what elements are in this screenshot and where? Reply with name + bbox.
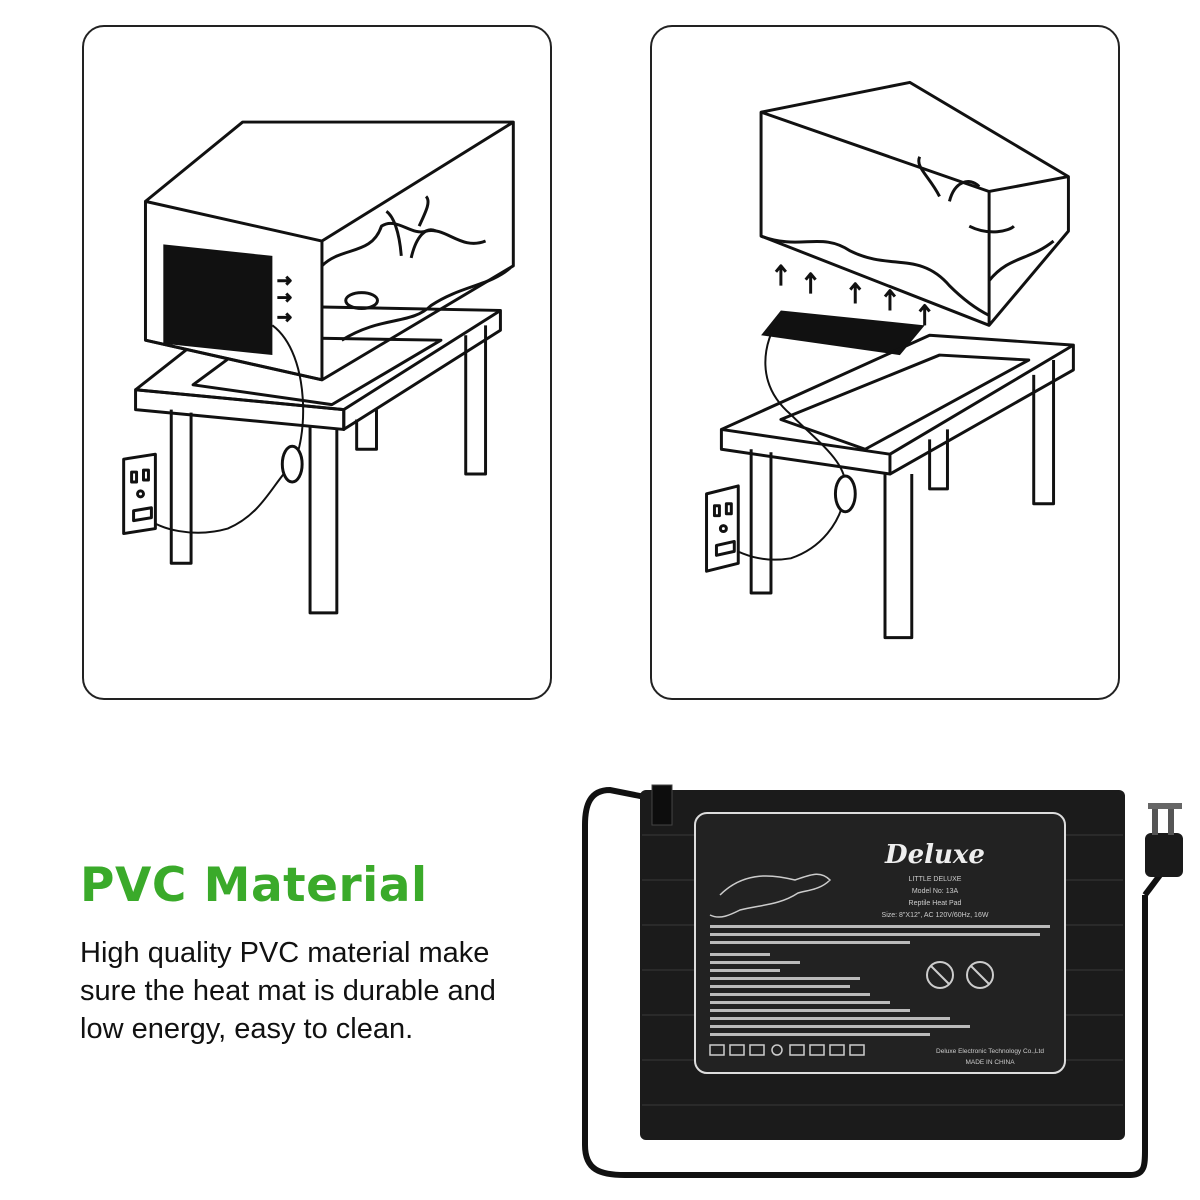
product-name: Reptile Heat Pad bbox=[909, 900, 962, 907]
under-mount-illustration bbox=[650, 25, 1120, 700]
company-name: Deluxe Electronic Technology Co.,Ltd bbox=[936, 1048, 1044, 1055]
brand-sub: LITTLE DELUXE bbox=[909, 876, 962, 883]
terrarium-side-mount-icon bbox=[122, 120, 515, 615]
model-number: Model No: 13A bbox=[912, 888, 959, 895]
feature-title: PVC Material bbox=[80, 858, 428, 913]
terrarium-under-mount-icon bbox=[705, 80, 1075, 640]
made-in: MADE IN CHINA bbox=[965, 1059, 1015, 1066]
description-line: High quality PVC material make bbox=[80, 937, 490, 969]
description-line: low energy, easy to clean. bbox=[80, 1013, 414, 1045]
feature-description: High quality PVC material make sure the … bbox=[80, 934, 550, 1048]
side-mount-illustration bbox=[82, 25, 552, 700]
heat-mat-icon: Deluxe LITTLE DELUXE Model No: 13A Repti… bbox=[582, 784, 1183, 1178]
description-line: sure the heat mat is durable and bbox=[80, 975, 496, 1007]
product-specs: Size: 8"X12", AC 120V/60Hz, 16W bbox=[882, 912, 989, 919]
heat-mat-product-image: Deluxe LITTLE DELUXE Model No: 13A Repti… bbox=[570, 745, 1200, 1185]
brand-logo: Deluxe bbox=[884, 840, 985, 870]
